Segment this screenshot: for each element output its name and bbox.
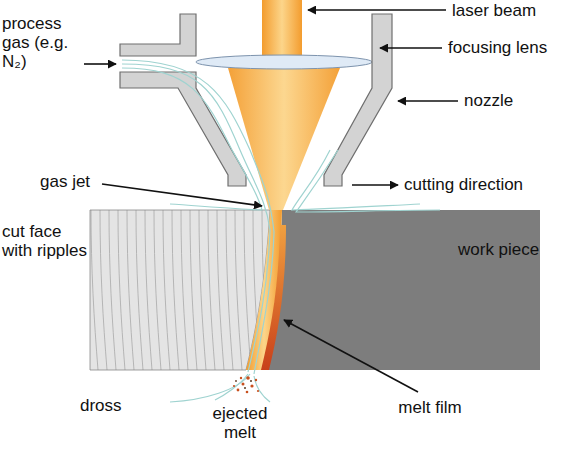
nozzle-label: nozzle [464, 91, 513, 110]
nozzle-housing [120, 14, 392, 186]
dross-label: dross [80, 396, 122, 415]
ejected-melt [233, 376, 259, 393]
lens-label: focusing lens [448, 38, 547, 57]
gas-flow [122, 60, 440, 402]
work-piece-label: work piece [458, 240, 539, 259]
work-piece [262, 210, 540, 370]
cut-face-label: cut face with ripples [2, 222, 88, 260]
direction-label: cutting direction [404, 175, 523, 194]
leader-arrows [84, 10, 458, 392]
gas-label: process gas (e.g. N₂) [2, 14, 82, 71]
cut-face [90, 210, 270, 370]
ejected-melt-label: ejected melt [200, 404, 280, 442]
beam-label: laser beam [452, 1, 536, 20]
melt-film-label: melt film [398, 398, 462, 417]
focusing-lens [196, 55, 372, 69]
laser-beam [262, 0, 302, 56]
jet-label: gas jet [40, 172, 90, 191]
